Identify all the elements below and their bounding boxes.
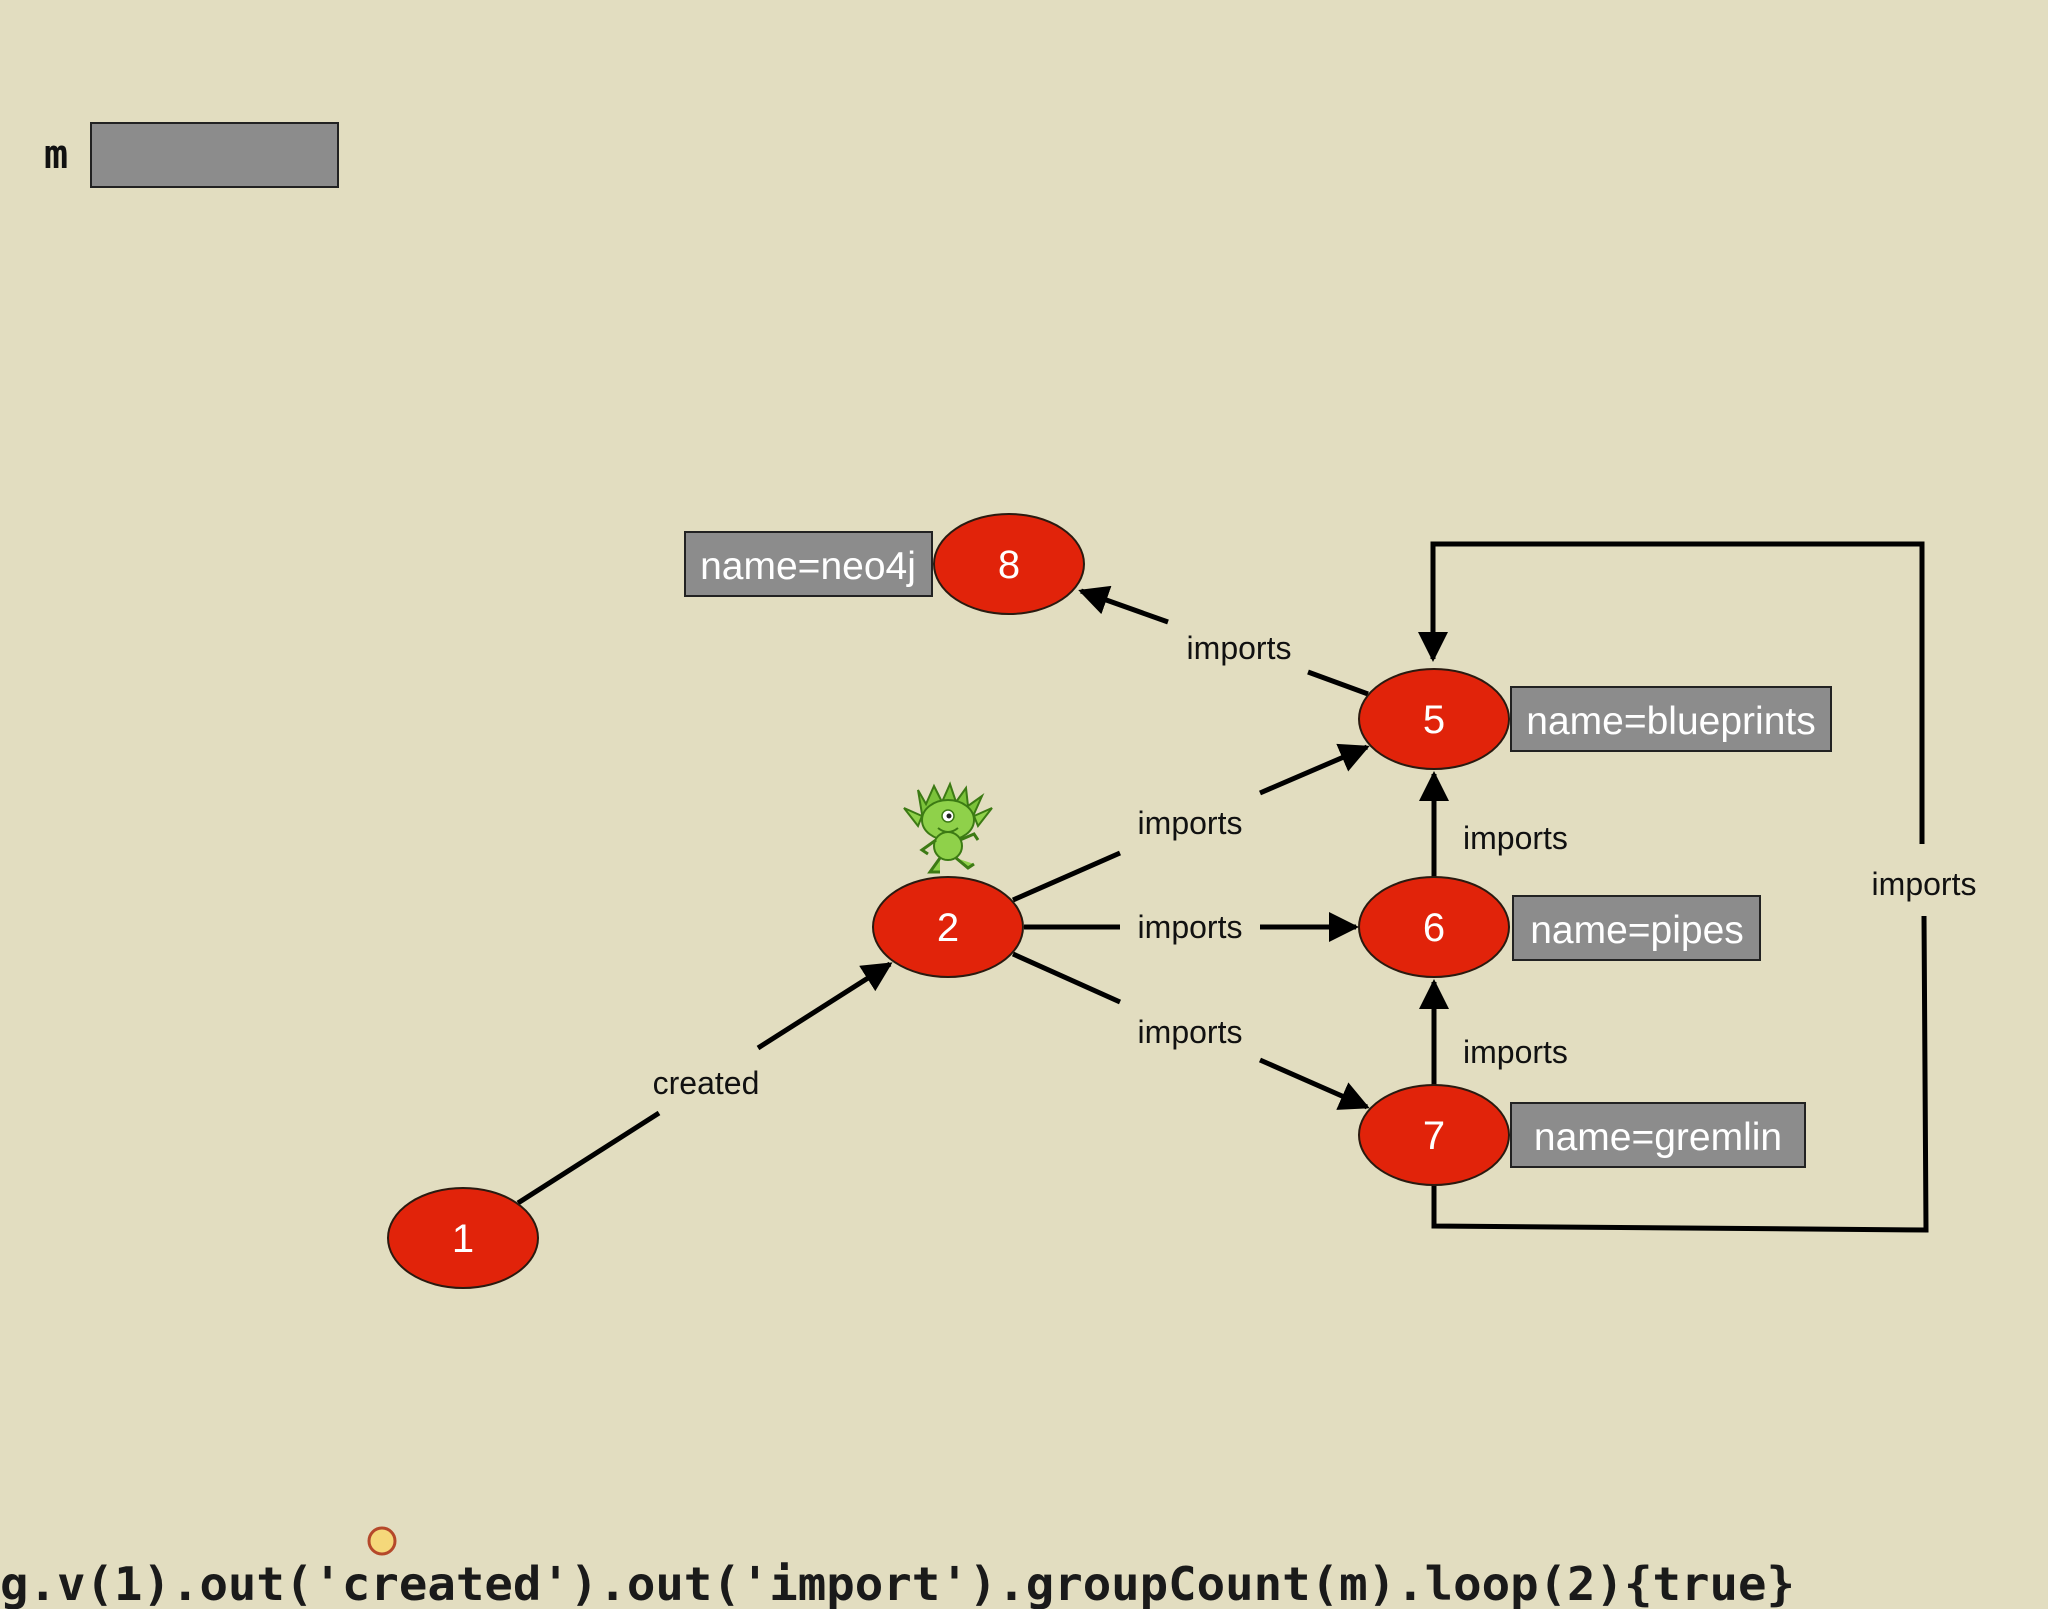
edge-label-imports: imports [1187, 630, 1292, 666]
node-2[interactable]: 2 [872, 876, 1024, 978]
edge-label-imports: imports [1138, 909, 1243, 945]
node-8-label: 8 [998, 543, 1020, 587]
node-8-property-label: name=neo4j [700, 545, 916, 588]
node-5[interactable]: 5 [1358, 668, 1510, 770]
edge-label-imports: imports [1138, 1014, 1243, 1050]
edge-2-5-imports: imports [1011, 743, 1370, 903]
node-7-label: 7 [1423, 1114, 1445, 1158]
node-1[interactable]: 1 [387, 1187, 539, 1289]
edge-7-6-imports: imports [1419, 979, 1568, 1085]
edge-1-2-created: created [516, 961, 893, 1206]
edge-label-created: created [653, 1065, 760, 1101]
edge-2-6-imports: imports [1024, 909, 1359, 945]
gremlin-query-text: g.v(1).out('created').out('import').grou… [0, 1557, 1795, 1609]
edge-label-imports: imports [1138, 805, 1243, 841]
edge-5-8-imports: imports [1078, 585, 1369, 697]
node-5-label: 5 [1423, 698, 1445, 742]
edge-7-5-imports: imports [1418, 541, 1977, 1233]
edge-label-imports: imports [1463, 820, 1568, 856]
node-6[interactable]: 6 [1358, 876, 1510, 978]
gremlin-mascot-icon [903, 781, 993, 874]
node-1-label: 1 [452, 1217, 474, 1261]
node-6-label: 6 [1423, 906, 1445, 950]
node-5-property-label: name=blueprints [1526, 700, 1815, 743]
node-2-label: 2 [937, 906, 959, 950]
edge-2-7-imports: imports [1011, 951, 1370, 1110]
edge-6-5-imports: imports [1419, 771, 1568, 877]
node-7-property-label: name=gremlin [1534, 1116, 1782, 1159]
edge-label-imports: imports [1872, 866, 1977, 902]
node-8-property: name=neo4j [684, 531, 933, 597]
node-5-property: name=blueprints [1510, 686, 1832, 752]
map-value-box [90, 122, 339, 188]
node-6-property: name=pipes [1512, 895, 1761, 961]
node-7-property: name=gremlin [1510, 1102, 1806, 1168]
edge-label-imports: imports [1463, 1034, 1568, 1070]
map-variable-label: m [44, 132, 68, 178]
node-7[interactable]: 7 [1358, 1084, 1510, 1186]
circle-marker-icon [367, 1526, 397, 1556]
node-8[interactable]: 8 [933, 513, 1085, 615]
node-6-property-label: name=pipes [1530, 909, 1744, 952]
